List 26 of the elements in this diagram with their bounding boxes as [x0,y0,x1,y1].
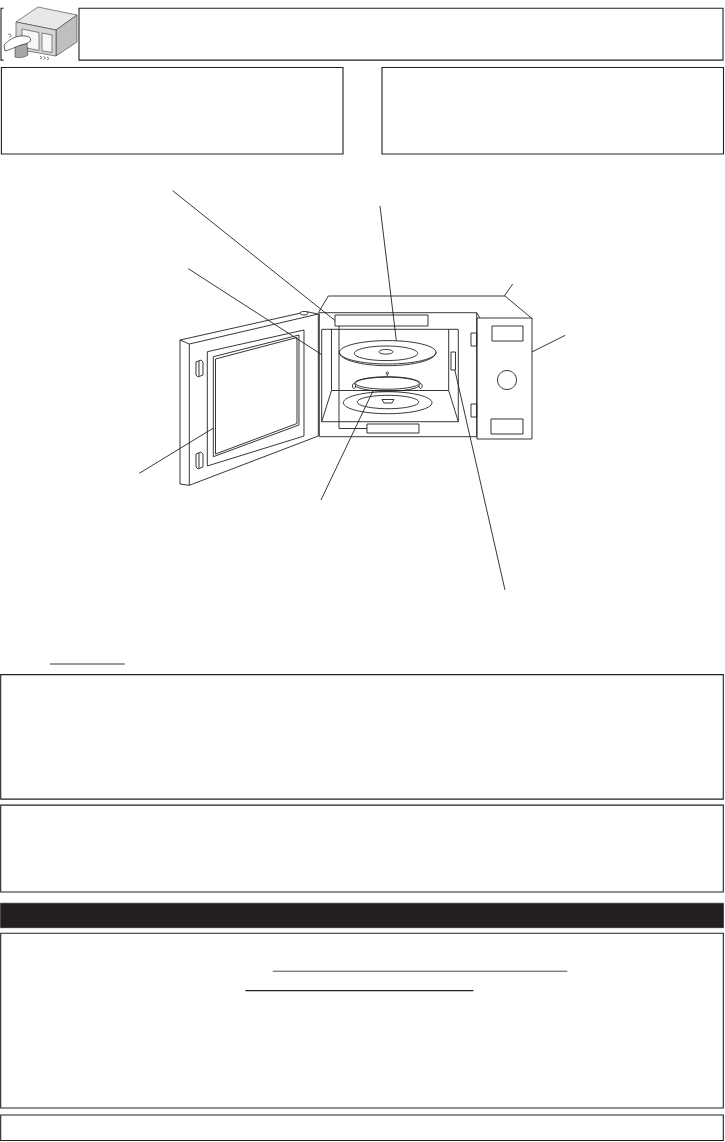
door-window [212,334,300,458]
leader-line [172,190,336,321]
oven-cavity [321,328,459,423]
control-panel [476,317,533,440]
leader-line [531,334,566,353]
leader-line [320,390,374,501]
empty-box [0,1114,724,1142]
leader-line [187,268,323,356]
section-bar [0,902,724,928]
top-strip [334,314,429,327]
bottom-strip [366,423,420,434]
header-box [0,7,724,61]
empty-box [0,932,724,1109]
leader-line [138,427,214,474]
leader-line [454,369,506,591]
cabinet-top [317,295,533,319]
empty-box [0,674,724,800]
empty-box [0,804,724,893]
empty-box [381,66,725,155]
turntable [338,340,437,367]
roller-ring [351,371,423,392]
leader-line [379,205,397,342]
empty-box [0,66,344,155]
wall-cover [450,351,456,371]
leader-line [338,325,368,429]
leader-line [503,283,514,297]
